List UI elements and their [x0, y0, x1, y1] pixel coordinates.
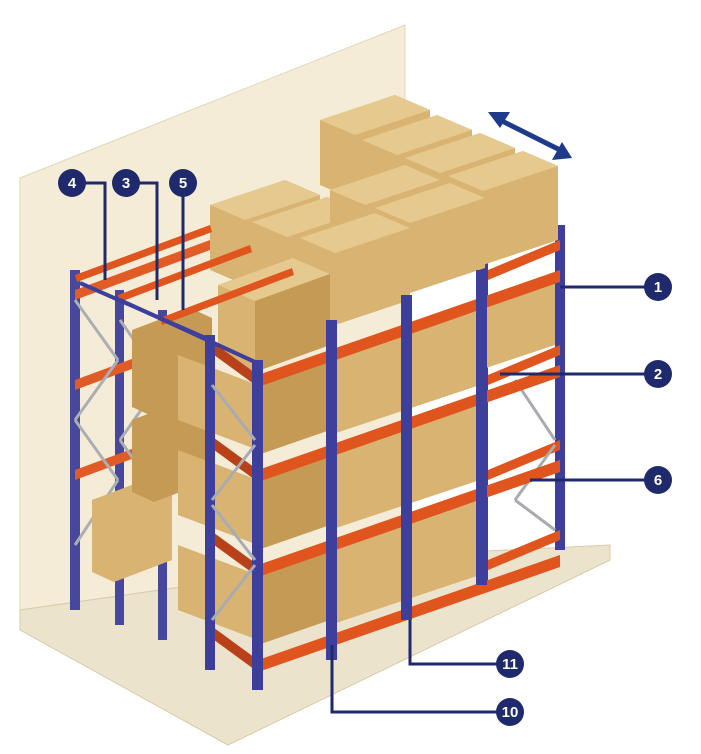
callout-3: 3 — [112, 169, 140, 197]
callout-1-label: 1 — [654, 279, 662, 296]
callout-5: 5 — [169, 169, 197, 197]
callout-3-label: 3 — [122, 175, 130, 192]
callout-10: 10 — [496, 698, 524, 726]
callout-6: 6 — [644, 466, 672, 494]
front-uprights — [205, 270, 487, 690]
callout-2-label: 2 — [654, 366, 662, 383]
callout-11-label: 11 — [502, 656, 518, 673]
callout-11: 11 — [496, 650, 524, 678]
double-arrow-icon — [488, 112, 572, 160]
callout-6-label: 6 — [654, 472, 662, 489]
front-boxes — [178, 275, 555, 645]
callouts: 4 3 5 1 2 6 11 10 — [58, 169, 672, 726]
callout-2: 2 — [644, 360, 672, 388]
callout-1: 1 — [644, 273, 672, 301]
top-rails — [75, 225, 294, 364]
callout-10-label: 10 — [502, 704, 519, 721]
callout-lines — [82, 181, 658, 714]
callout-4: 4 — [58, 169, 86, 197]
callout-5-label: 5 — [179, 175, 187, 192]
callout-4-label: 4 — [68, 175, 77, 192]
